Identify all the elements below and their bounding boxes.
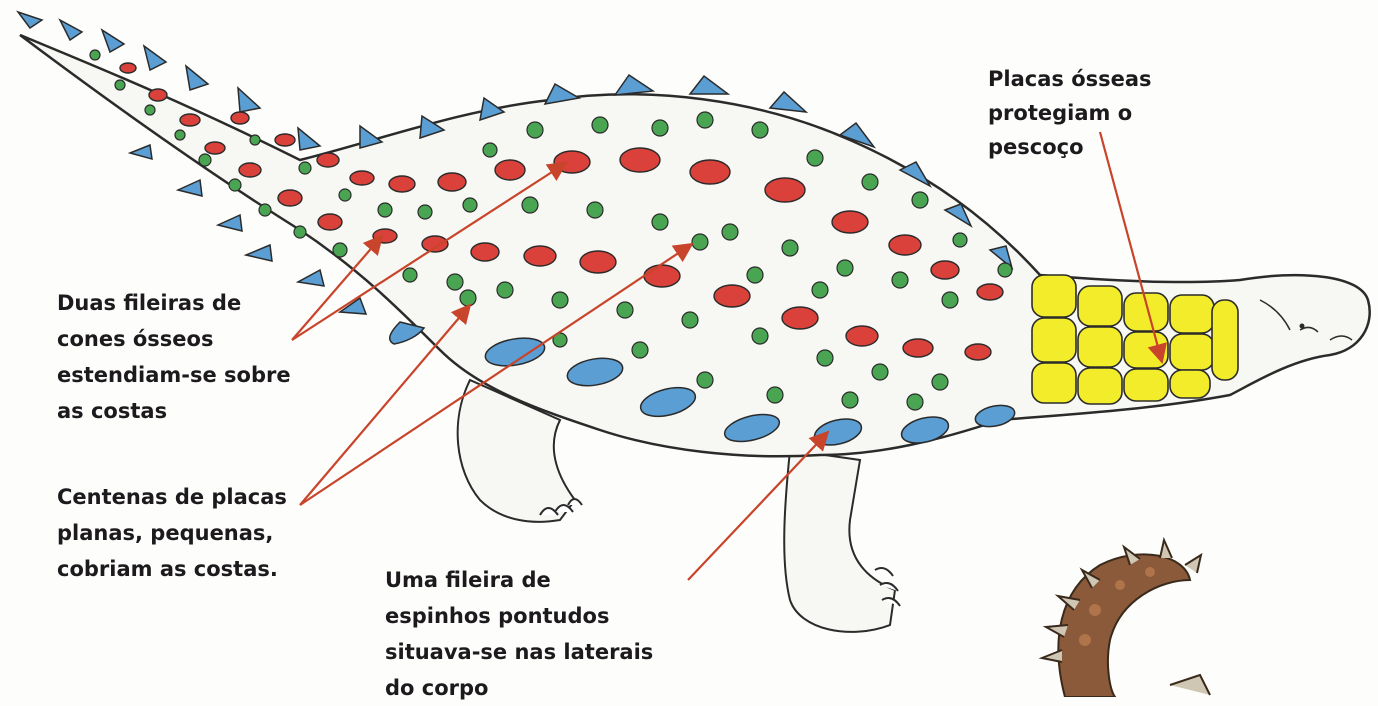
label-line: protegiam o (988, 96, 1152, 130)
label-line: as costas (57, 393, 291, 429)
label-line: estendiam-se sobre (57, 357, 291, 393)
label-line: pescoço (988, 130, 1152, 164)
label-side-spikes: Uma fileira de espinhos pontudos situava… (385, 562, 653, 706)
label-line: Uma fileira de (385, 562, 653, 598)
label-neck-plates: Placas ósseas protegiam o pescoço (988, 62, 1152, 164)
label-line: do corpo (385, 670, 653, 706)
label-line: espinhos pontudos (385, 598, 653, 634)
front-leg (784, 450, 900, 632)
label-line: Centenas de placas (57, 479, 287, 515)
label-line: cones ósseos (57, 321, 291, 357)
arrow-to-plates-1 (300, 305, 470, 505)
label-line: Duas fileiras de (57, 285, 291, 321)
inset-armored-creature-illustration (1042, 540, 1210, 697)
label-dorsal-cones: Duas fileiras de cones ósseos estendiam-… (57, 285, 291, 429)
label-small-plates: Centenas de placas planas, pequenas, cob… (57, 479, 287, 587)
label-line: situava-se nas laterais (385, 634, 653, 670)
label-line: planas, pequenas, (57, 515, 287, 551)
label-line: Placas ósseas (988, 62, 1152, 96)
label-line: cobriam as costas. (57, 551, 287, 587)
